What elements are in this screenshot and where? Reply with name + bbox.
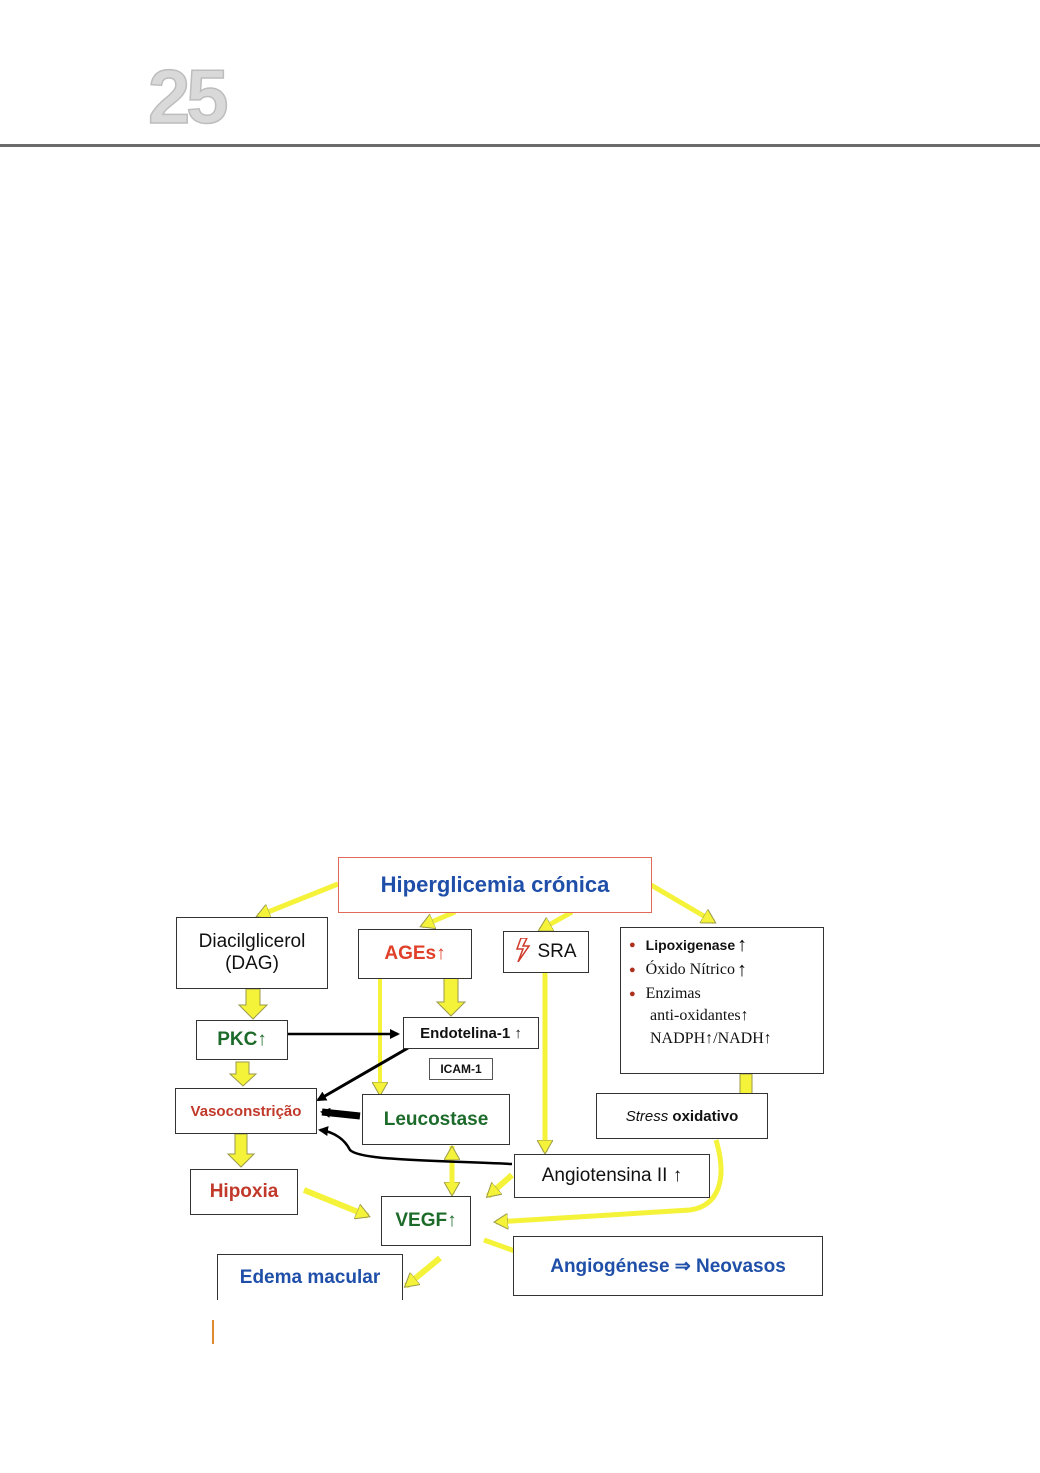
label-pkc: PKC↑ [217, 1029, 267, 1050]
box-pkc: PKC↑ [196, 1020, 288, 1060]
box-endotelina: Endotelina-1 ↑ [403, 1017, 539, 1049]
box-lipox: ● Lipoxigenase ↑ ● Óxido Nítrico ↑ ● Enz… [620, 927, 824, 1074]
caption-marker [212, 1320, 214, 1344]
box-dag: Diacilglicerol (DAG) [176, 917, 328, 989]
box-stress: Stress oxidativo [596, 1093, 768, 1139]
box-leucostase: Leucostase [362, 1094, 510, 1145]
label-endotelina: Endotelina-1 ↑ [420, 1024, 522, 1042]
box-hiperglicemia: Hiperglicemia crónica [338, 857, 652, 913]
label-sra: SRA [537, 941, 577, 962]
arrow-endotelina-vaso [316, 1046, 409, 1102]
label-icam: ICAM-1 [440, 1062, 482, 1076]
oxido-row: ● Óxido Nítrico ↑ [629, 956, 747, 984]
arrow-hipoxia-vegf [302, 1187, 368, 1216]
box-angiogenese: Angiogénese ⇒ Neovasos [513, 1236, 823, 1296]
box-angiotensina: Angiotensina II ↑ [514, 1154, 710, 1198]
label-enzimas-line2: anti-oxidantes↑ [650, 1007, 749, 1024]
label-enzimas-line1: Enzimas [645, 985, 701, 1002]
label-angiotensina: Angiotensina II ↑ [541, 1165, 683, 1186]
arrow-top-to-sra [540, 909, 574, 933]
label-edema: Edema macular [239, 1266, 381, 1288]
bullet-icon: ● [629, 964, 636, 976]
lightning-icon [515, 936, 531, 967]
label-ages: AGEs↑ [384, 943, 446, 964]
label-enzimas-line3: NADPH↑/NADH↑ [650, 1030, 772, 1047]
label-angiogenese: Angiogénese ⇒ Neovasos [550, 1255, 786, 1277]
up-arrow-icon: ↑ [736, 958, 747, 981]
arrow-stress-vegf [496, 1139, 724, 1222]
label-stress: Stress oxidativo [626, 1108, 739, 1125]
label-hiperglicemia: Hiperglicemia crónica [380, 872, 610, 897]
label-lipox: Lipoxigenase [645, 937, 736, 953]
block-arrow-dag-pkc [237, 988, 269, 1020]
arrow-angiotensina-vegf [488, 1172, 514, 1199]
chapter-number: 25 [147, 55, 229, 140]
bullet-icon: ● [629, 939, 636, 951]
bullet-icon: ● [629, 988, 636, 1000]
enzimas-row: ● Enzimas [629, 984, 701, 1004]
arrow-top-to-dag [258, 881, 339, 916]
header-rule [0, 144, 1040, 147]
arrow-angiotensina-vaso [318, 1126, 513, 1166]
arrow-top-to-ages [422, 909, 456, 926]
label-stress-rest: oxidativo [668, 1107, 739, 1125]
block-arrow-ages-endotelina [435, 977, 467, 1017]
up-arrow-icon: ↑ [737, 933, 748, 956]
box-vaso: Vasoconstrição [175, 1088, 317, 1134]
box-icam: ICAM-1 [429, 1058, 493, 1080]
label-vaso: Vasoconstrição [190, 1102, 302, 1120]
box-edema: Edema macular [217, 1254, 403, 1300]
box-ages: AGEs↑ [358, 929, 472, 979]
box-hipoxia: Hipoxia [190, 1169, 298, 1215]
arrow-vegf-edema [406, 1255, 442, 1289]
arrow-top-to-lipox [649, 882, 714, 925]
arrow-leucostase-vaso [320, 1107, 361, 1120]
label-dag-line1: Diacilglicerol [198, 931, 306, 952]
label-hipoxia: Hipoxia [209, 1181, 279, 1202]
label-dag-line2: (DAG) [225, 953, 279, 974]
label-leucostase: Leucostase [383, 1108, 489, 1130]
lipox-row: ● Lipoxigenase ↑ [629, 934, 747, 956]
box-sra: SRA [503, 931, 589, 973]
label-vegf: VEGF↑ [395, 1210, 457, 1231]
block-arrow-vaso-hipoxia [226, 1133, 256, 1168]
label-oxido: Óxido Nítrico [645, 961, 735, 978]
box-vegf: VEGF↑ [381, 1196, 471, 1246]
label-stress-italic: Stress [625, 1107, 669, 1125]
block-arrow-pkc-vaso [228, 1061, 258, 1087]
